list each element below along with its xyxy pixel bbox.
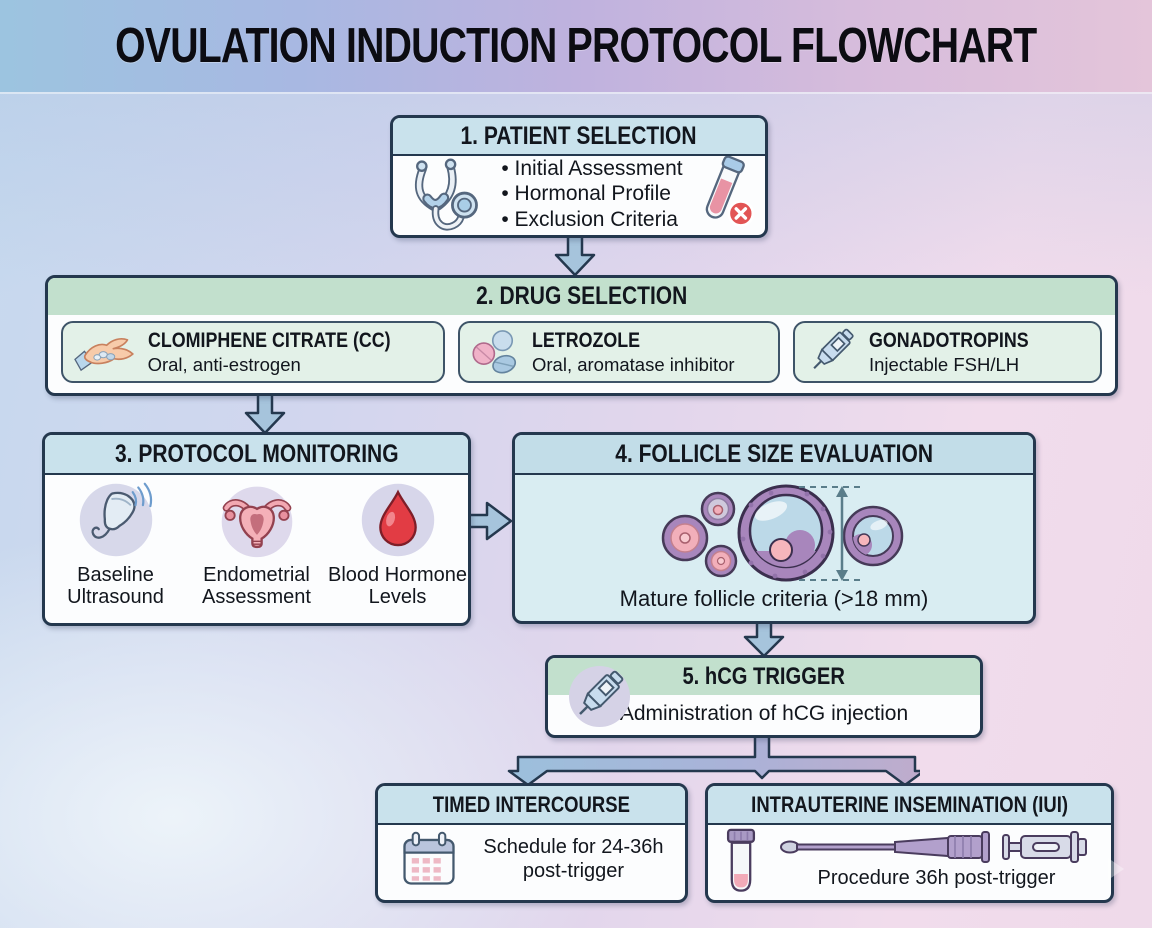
drug-card-letrozole: LETROZOLE Oral, aromatase inhibitor — [458, 321, 780, 383]
drug-desc: Oral, aromatase inhibitor — [532, 353, 735, 375]
uterus-icon — [221, 486, 292, 558]
timed-intercourse-body: Schedule for 24-36h post-trigger — [378, 825, 685, 889]
step1-title: 1. PATIENT SELECTION — [460, 121, 698, 150]
drug-name: GONADOTROPINS — [869, 328, 1029, 352]
drug-card-clomiphene: CLOMIPHENE CITRATE (CC) Oral, anti-estro… — [61, 321, 445, 383]
iui-header: INTRAUTERINE INSEMINATION (IUI) — [708, 786, 1111, 825]
specimen-vial-icon — [726, 828, 756, 892]
monitoring-item-ultrasound: Baseline Ultrasound — [45, 481, 186, 623]
blood-drop-icon — [361, 483, 434, 557]
stethoscope-icon — [414, 158, 478, 231]
step4-header: 4. FOLLICLE SIZE EVALUATION — [515, 435, 1033, 475]
step2-title: 2. DRUG SELECTION — [475, 282, 688, 310]
timed-intercourse-header: TIMED INTERCOURSE — [378, 786, 685, 825]
iui-title: INTRAUTERINE INSEMINATION (IUI) — [751, 791, 1068, 817]
follicle-caption: Mature follicle criteria (>18 mm) — [619, 586, 929, 611]
outcome-timed-intercourse: TIMED INTERCOURSE Schedule for 24-36h po… — [375, 783, 688, 903]
drug-name: CLOMIPHENE CITRATE (CC) — [147, 328, 391, 352]
monitoring-item-blood: Blood Hormone Levels — [327, 481, 468, 623]
outcome-iui: INTRAUTERINE INSEMINATION (IUI) — [705, 783, 1114, 903]
hand-pills-icon — [74, 338, 134, 372]
test-tube-error-icon — [705, 156, 755, 227]
follicle-diagram — [661, 484, 904, 582]
faint-chevron-artifact — [1108, 858, 1124, 880]
step4-body: Mature follicle criteria (>18 mm) — [515, 475, 1033, 618]
pills-icon — [472, 330, 517, 374]
step-hcg-trigger: 5. hCG TRIGGER Administration of hCG inj… — [545, 655, 983, 738]
step3-title: 3. PROTOCOL MONITORING — [114, 439, 399, 468]
step-protocol-monitoring: 3. PROTOCOL MONITORING Baseline Ultrasou… — [42, 432, 471, 626]
monitoring-label: Baseline Ultrasound — [67, 564, 164, 609]
timed-intercourse-desc: Schedule for 24-36h post-trigger — [483, 836, 664, 882]
ultrasound-probe-icon — [79, 482, 152, 557]
monitoring-item-endometrial: Endometrial Assessment — [186, 481, 327, 623]
iui-body: Procedure 36h post-trigger — [708, 825, 1111, 898]
iui-catheter-icon — [779, 831, 1087, 863]
title-band: OVULATION INDUCTION PROTOCOL FLOWCHART — [0, 0, 1152, 92]
bullet-exclusion-criteria: • Exclusion Criteria — [501, 207, 678, 231]
step-drug-selection: 2. DRUG SELECTION CLOMIPHENE CITRATE (CC… — [45, 275, 1118, 396]
step3-body: Baseline Ultrasound Endometrial Assessme… — [45, 475, 468, 623]
drug-desc: Injectable FSH/LH — [869, 353, 1020, 375]
step1-bullet-list: • Initial Assessment • Hormonal Profile … — [501, 156, 682, 233]
step5-desc: Administration of hCG injection — [619, 701, 909, 725]
calendar-icon — [403, 831, 455, 885]
step4-title: 4. FOLLICLE SIZE EVALUATION — [615, 439, 933, 468]
timed-intercourse-title: TIMED INTERCOURSE — [432, 791, 631, 817]
split-connector-step5-to-outcomes — [507, 731, 920, 787]
step2-header: 2. DRUG SELECTION — [48, 278, 1115, 315]
bullet-hormonal-profile: • Hormonal Profile — [501, 182, 671, 206]
injection-pen-icon — [813, 328, 854, 369]
step5-title: 5. hCG TRIGGER — [682, 662, 846, 690]
page-title: OVULATION INDUCTION PROTOCOL FLOWCHART — [115, 19, 1037, 73]
step-patient-selection: 1. PATIENT SELECTION • Initial Assessmen… — [390, 115, 768, 238]
step1-header: 1. PATIENT SELECTION — [393, 118, 765, 156]
monitoring-label: Blood Hormone Levels — [328, 564, 467, 609]
step-follicle-size-evaluation: 4. FOLLICLE SIZE EVALUATION — [512, 432, 1036, 624]
step1-body: • Initial Assessment • Hormonal Profile … — [393, 156, 765, 232]
plunger-icon — [1001, 831, 1087, 863]
drug-desc: Oral, anti-estrogen — [147, 353, 301, 375]
monitoring-label: Endometrial Assessment — [202, 564, 311, 609]
injection-pen-icon — [568, 665, 631, 728]
drug-card-gonadotropins: GONADOTROPINS Injectable FSH/LH — [793, 321, 1102, 383]
step3-header: 3. PROTOCOL MONITORING — [45, 435, 468, 475]
bullet-initial-assessment: • Initial Assessment — [501, 156, 683, 180]
drug-name: LETROZOLE — [532, 328, 641, 352]
iui-desc: Procedure 36h post-trigger — [817, 867, 1056, 889]
